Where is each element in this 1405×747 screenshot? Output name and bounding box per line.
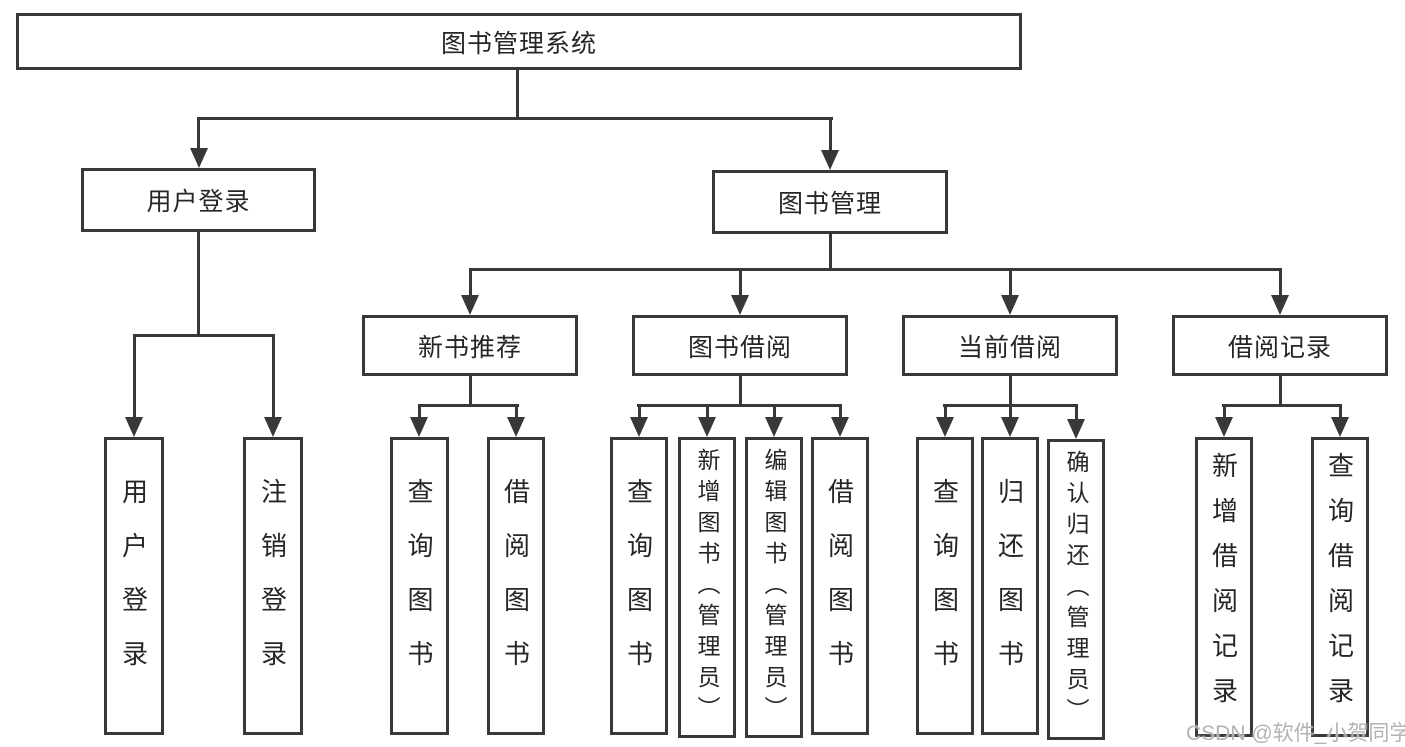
arrow-down-icon xyxy=(125,417,143,437)
connector-line xyxy=(1009,270,1012,296)
leaf-borrow-books-label: 借阅图书 xyxy=(824,478,855,694)
connector-line xyxy=(706,406,709,419)
connector-line xyxy=(469,268,1282,271)
connector-line xyxy=(515,406,518,419)
leaf-add-borrow-record: 新增借阅记录 xyxy=(1195,437,1253,737)
leaf-recommend-query-books-label: 查询图书 xyxy=(404,478,434,694)
leaf-user-login-label: 用户登录 xyxy=(118,478,149,694)
arrow-down-icon xyxy=(190,148,208,168)
connector-line xyxy=(1222,404,1342,407)
leaf-edit-books-admin-label: 编辑图书（管理员） xyxy=(761,448,787,727)
node-book-management-label: 图书管理 xyxy=(777,190,882,218)
connector-line xyxy=(272,336,275,418)
connector-line xyxy=(637,404,842,407)
leaf-return-books-label: 归还图书 xyxy=(994,478,1025,694)
connector-line xyxy=(1223,406,1226,419)
connector-line xyxy=(739,270,742,296)
leaf-user-login: 用户登录 xyxy=(104,437,164,735)
node-borrow-records-label: 借阅记录 xyxy=(1227,333,1332,362)
leaf-borrow-query-books-label: 查询图书 xyxy=(623,478,654,694)
connector-line xyxy=(1279,374,1282,407)
connector-line xyxy=(839,406,842,419)
arrow-down-icon xyxy=(1215,417,1233,437)
connector-line xyxy=(418,404,519,407)
arrow-down-icon xyxy=(936,417,954,437)
connector-line xyxy=(943,404,1078,407)
leaf-borrow-query-books: 查询图书 xyxy=(610,437,668,735)
leaf-current-query-books-label: 查询图书 xyxy=(929,478,960,694)
node-book-borrow: 图书借阅 xyxy=(632,315,848,376)
connector-line xyxy=(133,336,136,418)
arrow-down-icon xyxy=(831,417,849,437)
arrow-down-icon xyxy=(1001,295,1019,315)
leaf-return-books: 归还图书 xyxy=(981,437,1039,735)
connector-line xyxy=(944,406,947,419)
arrow-down-icon xyxy=(410,417,428,437)
arrow-down-icon xyxy=(698,417,716,437)
leaf-edit-books-admin: 编辑图书（管理员） xyxy=(745,437,803,738)
connector-line xyxy=(829,233,832,271)
leaf-recommend-borrow-books-label: 借阅图书 xyxy=(500,478,531,694)
node-borrow-records: 借阅记录 xyxy=(1172,315,1388,376)
leaf-query-borrow-record: 查询借阅记录 xyxy=(1311,437,1369,737)
leaf-add-books-admin-label: 新增图书（管理员） xyxy=(694,448,720,727)
arrow-down-icon xyxy=(765,417,783,437)
leaf-logout-label: 注销登录 xyxy=(257,478,288,694)
node-current-borrow: 当前借阅 xyxy=(902,315,1118,376)
connector-line xyxy=(516,69,519,119)
connector-line xyxy=(638,406,641,419)
node-root-label: 图书管理系统 xyxy=(440,29,597,58)
arrow-down-icon xyxy=(264,417,282,437)
csdn-watermark: CSDN @软件_小贺同学 xyxy=(1186,722,1405,745)
node-user-login-label: 用户登录 xyxy=(146,188,251,216)
node-root: 图书管理系统 xyxy=(16,13,1022,70)
connector-line xyxy=(829,117,832,152)
node-book-management: 图书管理 xyxy=(712,170,948,234)
arrow-down-icon xyxy=(630,417,648,437)
connector-line xyxy=(773,406,776,419)
connector-line xyxy=(469,374,472,407)
node-user-login: 用户登录 xyxy=(81,168,316,232)
arrow-down-icon xyxy=(821,150,839,170)
node-new-book-recommend-label: 新书推荐 xyxy=(417,333,522,362)
connector-line xyxy=(197,117,833,120)
connector-line xyxy=(197,231,200,337)
leaf-add-borrow-record-label: 新增借阅记录 xyxy=(1208,452,1239,722)
leaf-recommend-borrow-books: 借阅图书 xyxy=(487,437,545,735)
connector-line xyxy=(1339,406,1342,419)
connector-line xyxy=(197,117,200,150)
connector-line xyxy=(469,270,472,296)
arrow-down-icon xyxy=(731,295,749,315)
leaf-current-query-books: 查询图书 xyxy=(916,437,974,735)
arrow-down-icon xyxy=(507,417,525,437)
leaf-confirm-return-admin-label: 确认归还（管理员） xyxy=(1063,450,1089,729)
arrow-down-icon xyxy=(1001,417,1019,437)
leaf-logout: 注销登录 xyxy=(243,437,303,735)
node-current-borrow-label: 当前借阅 xyxy=(957,333,1062,362)
connector-line xyxy=(133,334,275,337)
leaf-recommend-query-books: 查询图书 xyxy=(390,437,449,735)
connector-line xyxy=(1009,374,1012,407)
arrow-down-icon xyxy=(461,295,479,315)
connector-line xyxy=(1075,406,1078,419)
connector-line xyxy=(418,406,421,419)
leaf-borrow-books: 借阅图书 xyxy=(811,437,869,735)
connector-line xyxy=(1279,270,1282,296)
arrow-down-icon xyxy=(1271,295,1289,315)
leaf-query-borrow-record-label: 查询借阅记录 xyxy=(1324,452,1355,722)
leaf-add-books-admin: 新增图书（管理员） xyxy=(678,437,736,738)
arrow-down-icon xyxy=(1067,419,1085,439)
leaf-confirm-return-admin: 确认归还（管理员） xyxy=(1047,439,1105,740)
node-book-borrow-label: 图书借阅 xyxy=(687,333,792,362)
connector-line xyxy=(1009,406,1012,419)
arrow-down-icon xyxy=(1331,417,1349,437)
connector-line xyxy=(739,374,742,407)
node-new-book-recommend: 新书推荐 xyxy=(362,315,578,376)
